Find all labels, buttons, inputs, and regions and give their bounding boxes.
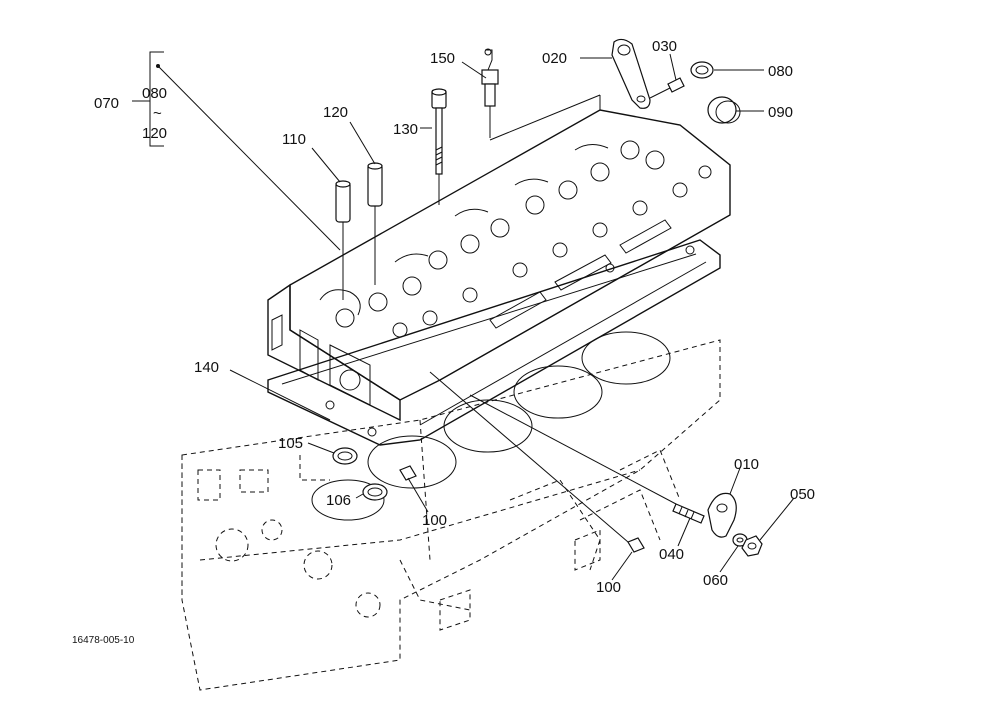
callout-150: 150 [430, 50, 455, 67]
callout-080: 080 [768, 63, 793, 80]
head-gasket [267, 239, 721, 446]
nut-050 [741, 535, 763, 557]
valve-guide-110 [335, 180, 351, 300]
stud-100a [399, 465, 417, 481]
glow-plug-150 [481, 48, 499, 138]
stud-bolt-040 [672, 503, 705, 524]
callout-010: 010 [734, 456, 759, 473]
stud-100b [627, 537, 645, 553]
callout-100-upper: 100 [422, 512, 447, 529]
washer-060 [732, 533, 748, 547]
seal-105 [332, 447, 358, 465]
leader-lines [132, 51, 795, 581]
callout-140: 140 [194, 359, 219, 376]
bolt-030 [649, 77, 685, 99]
callout-040: 040 [659, 546, 684, 563]
callout-020: 020 [542, 50, 567, 67]
plug-080 [690, 61, 714, 79]
callout-106: 106 [326, 492, 351, 509]
figure-code: 16478-005-10 [72, 635, 135, 646]
callout-080-range-start: 080 [142, 85, 167, 102]
bracket-010 [707, 492, 737, 538]
callout-030: 030 [652, 38, 677, 55]
engine-block [181, 339, 721, 691]
seal-106 [362, 483, 388, 501]
callout-105: 105 [278, 435, 303, 452]
callout-110: 110 [282, 131, 306, 148]
cylinder-head [267, 94, 731, 422]
callout-050: 050 [790, 486, 815, 503]
callout-060: 060 [703, 572, 728, 589]
callout-labels: 070 080 ~ 120 150 020 030 080 090 120 13… [94, 38, 815, 596]
cylinder-bores [311, 331, 671, 521]
callout-range-tilde: ~ [153, 105, 162, 122]
callout-120-range-end: 120 [142, 125, 167, 142]
valve-guide-120 [367, 162, 383, 285]
callout-100-lower: 100 [596, 579, 621, 596]
plug-090 [707, 96, 741, 124]
callout-120: 120 [323, 104, 348, 121]
callout-070: 070 [94, 95, 119, 112]
callout-130: 130 [393, 121, 418, 138]
head-bolt-130 [431, 88, 447, 205]
lifting-hook-020 [611, 38, 651, 109]
callout-090: 090 [768, 104, 793, 121]
